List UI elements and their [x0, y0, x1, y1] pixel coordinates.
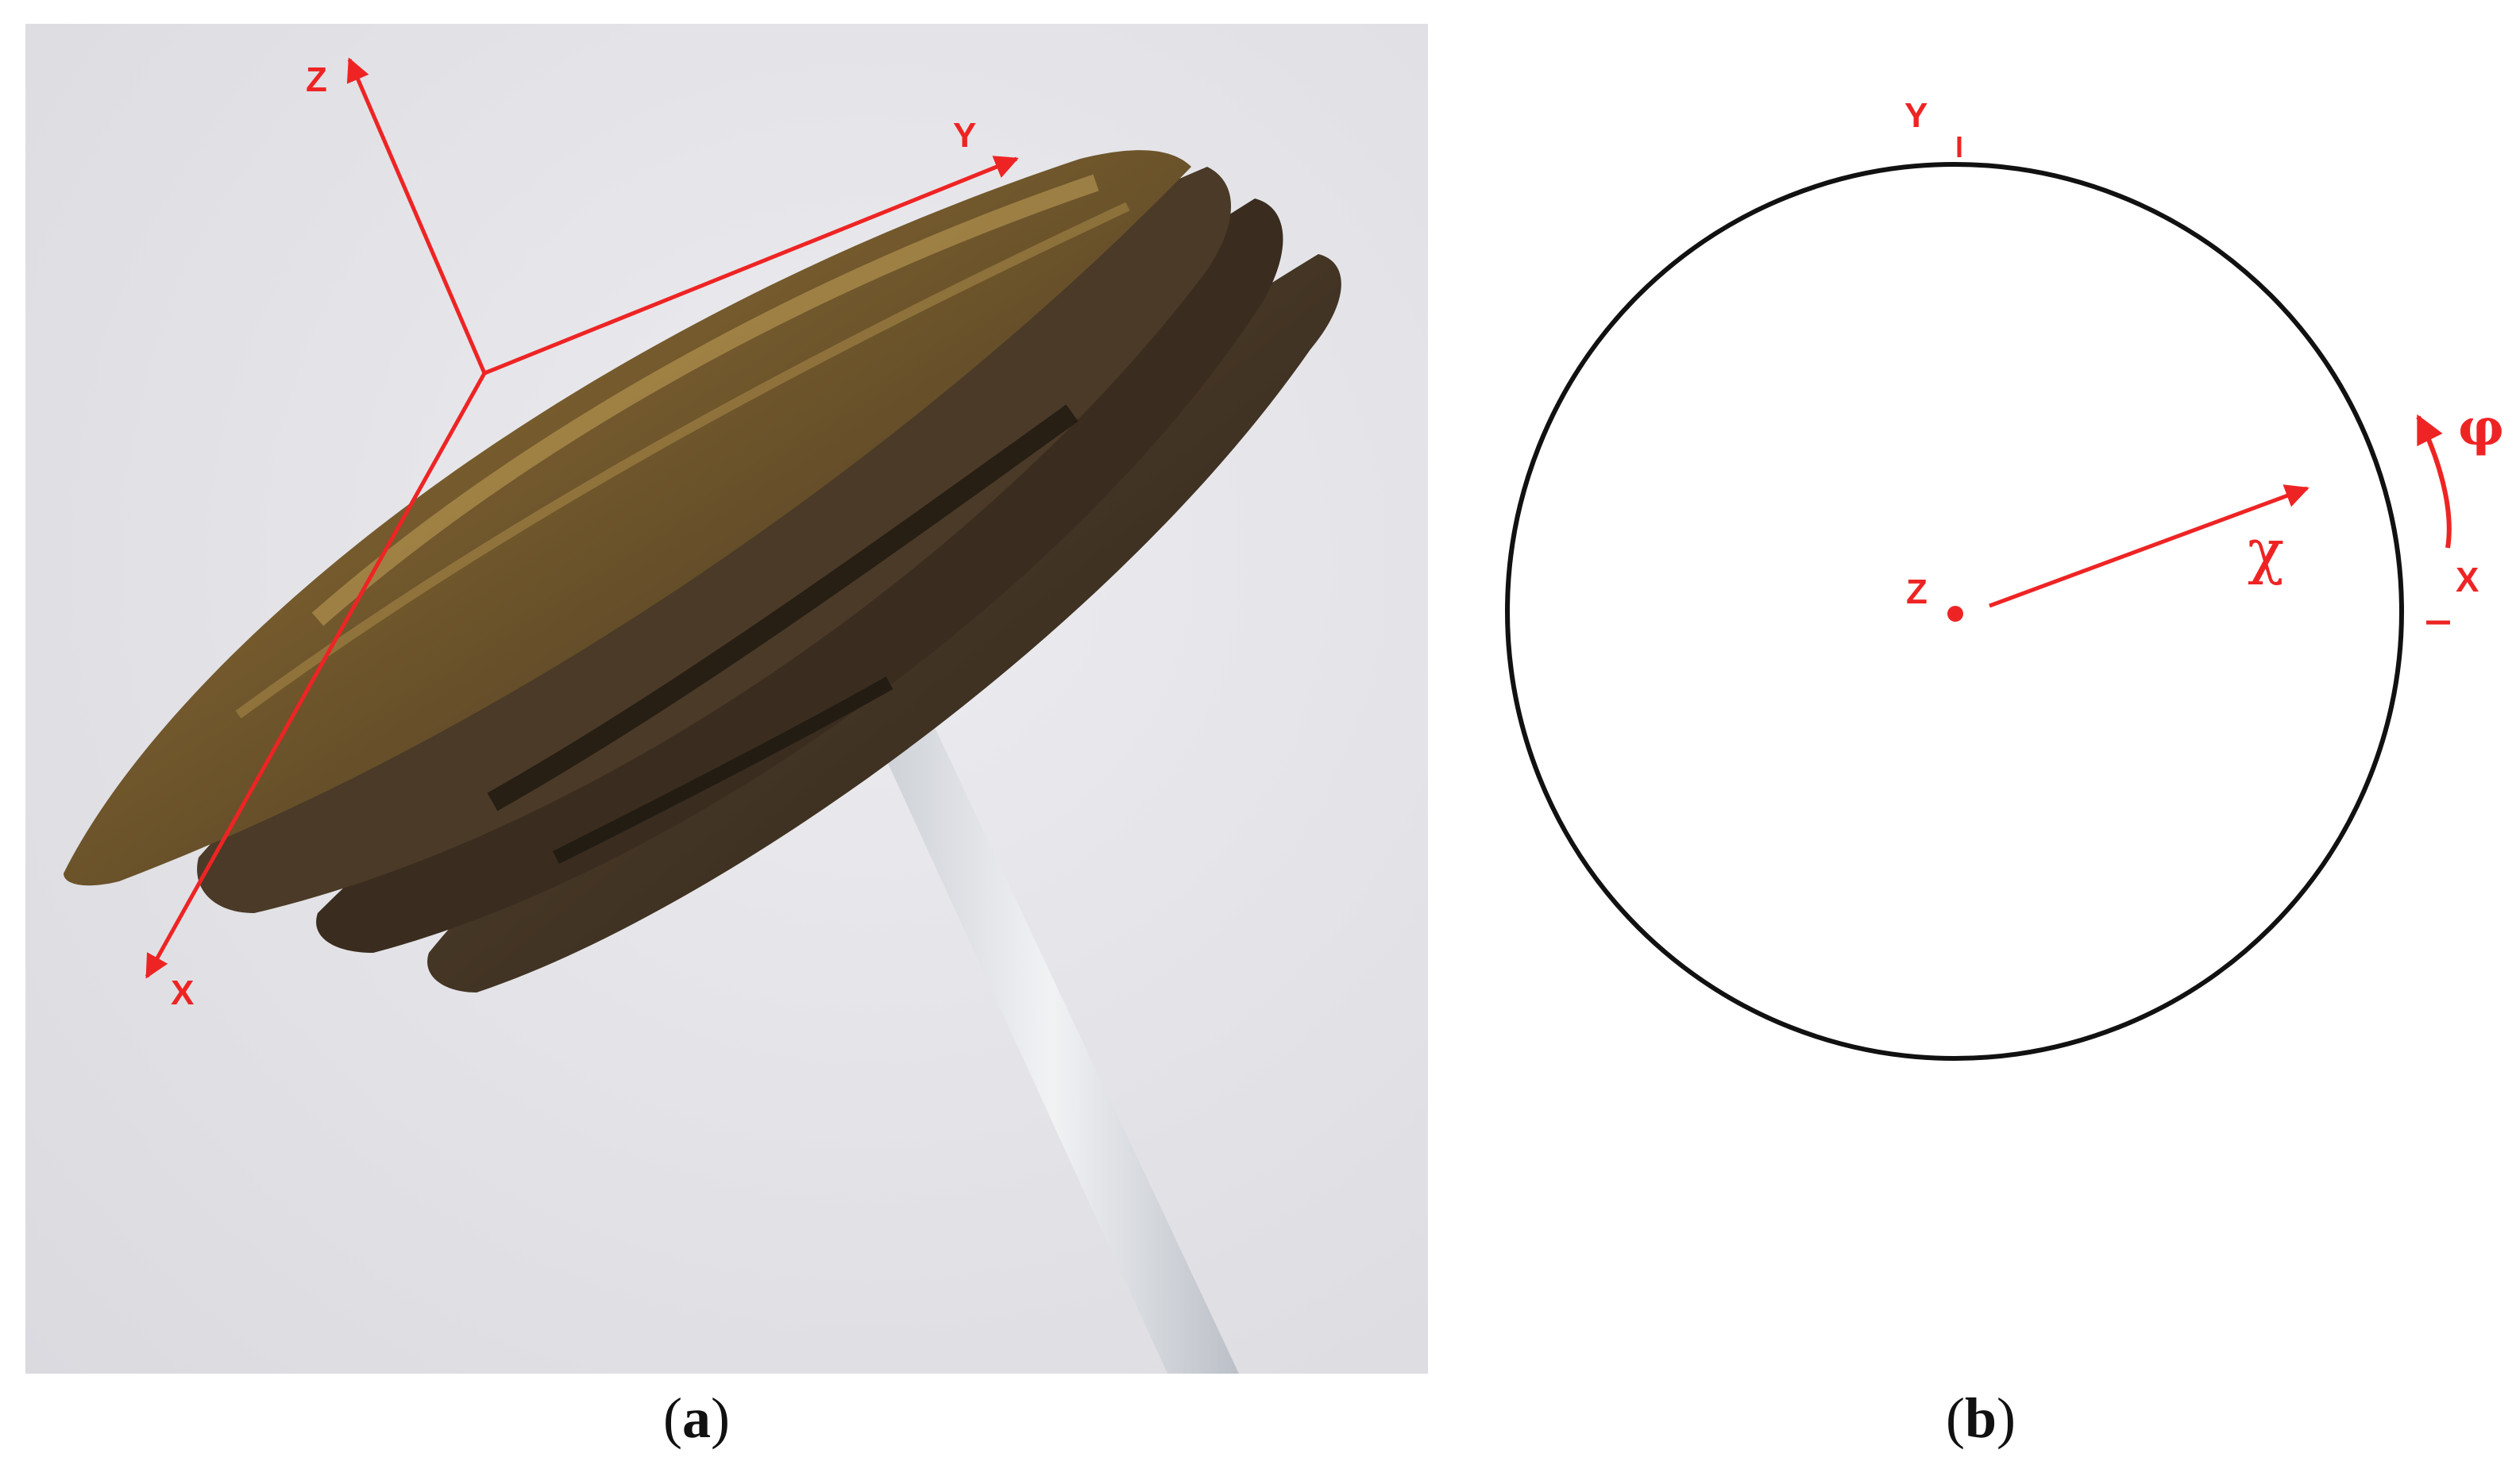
schematic-y-label: Y: [1904, 96, 1928, 135]
caption-a-letter: a: [681, 1386, 711, 1450]
caption-b: (b): [1946, 1386, 2016, 1451]
phi-arrow: [2416, 414, 2452, 549]
chi-arrow: [1989, 484, 2310, 608]
shell-crack: [487, 404, 1079, 811]
caption-b-letter: b: [1964, 1386, 1997, 1450]
y-axis: [484, 156, 1019, 376]
photo-y-label: Y: [953, 116, 976, 155]
reference-circle: [1505, 162, 2404, 1061]
panel-a: Z Y X: [25, 24, 1428, 1374]
photo-axes: [145, 57, 1019, 979]
caption-a-open: (: [663, 1386, 682, 1450]
shell-layer-top: [64, 150, 1191, 886]
shell-growth-band: [235, 202, 1130, 719]
caption-a-close: ): [710, 1386, 730, 1450]
caption-a: (a): [663, 1386, 730, 1451]
schematic-x-label: X: [2456, 561, 2479, 599]
caption-b-close: ): [1997, 1386, 2016, 1450]
schematic-z-label: Z: [1906, 572, 1928, 611]
z-point: [1947, 606, 1963, 622]
z-axis: [346, 57, 487, 374]
panel-b: Y X φ Z χ: [1505, 96, 2504, 1061]
x-axis: [145, 372, 487, 979]
photo-x-label: X: [171, 973, 194, 1012]
shell-crack: [552, 676, 893, 865]
shell-growth-band: [311, 174, 1099, 626]
acrylic-rod: [866, 699, 1239, 1374]
chi-label: χ: [2248, 515, 2284, 586]
photo-z-label: Z: [306, 60, 327, 99]
caption-b-open: (: [1946, 1386, 1965, 1450]
phi-label: φ: [2458, 398, 2504, 457]
